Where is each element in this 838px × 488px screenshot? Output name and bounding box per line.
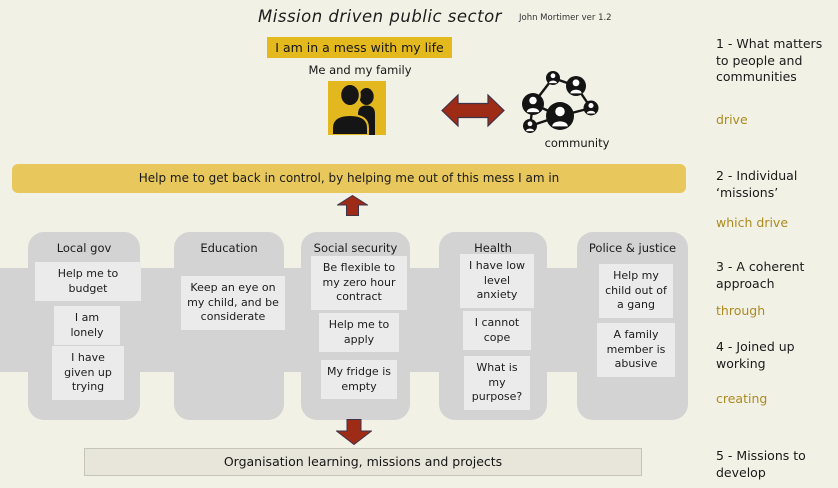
need-card: My fridge is empty xyxy=(321,360,397,400)
up-arrow-icon xyxy=(337,195,368,216)
sidebar-step-5: 5 - Missions to develop xyxy=(716,448,806,480)
two-people-icon xyxy=(328,81,386,135)
sidebar-connector-which-drive: which drive xyxy=(716,215,789,230)
sidebar-connector-through: through xyxy=(716,303,766,318)
sidebar-step-2: 2 - Individual ‘missions’ xyxy=(716,168,798,200)
need-card: I have given up trying xyxy=(52,346,124,400)
need-card: Help me to budget xyxy=(35,262,141,302)
column-local-gov: Local gov Help me to budget I am lonely … xyxy=(28,232,141,420)
sidebar-step-1: 1 - What matters to people and communiti… xyxy=(716,36,823,84)
sidebar-connector-creating: creating xyxy=(716,391,768,406)
sidebar-step-4: 4 - Joined up working xyxy=(716,339,795,371)
sidebar-connector-drive: drive xyxy=(716,112,748,127)
column-police-justice: Police & justice Help my child out of a … xyxy=(577,232,688,420)
need-card: What is my purpose? xyxy=(464,356,530,410)
column-social-security: Social security Be flexible to my zero h… xyxy=(301,232,410,420)
column-header: Social security xyxy=(313,241,398,255)
mission-banner: Help me to get back in control, by helpi… xyxy=(12,164,686,193)
column-education: Education Keep an eye on my child, and b… xyxy=(174,232,285,420)
sidebar-step-3: 3 - A coherent approach xyxy=(716,259,805,291)
column-header: Health xyxy=(474,241,512,255)
down-arrow-icon xyxy=(336,419,372,445)
need-card: I cannot cope xyxy=(463,311,531,351)
family-label: Me and my family xyxy=(308,63,412,77)
page-title: Mission driven public sector xyxy=(258,7,502,26)
need-card: Be flexible to my zero hour contract xyxy=(311,256,407,310)
need-card: A family member is abusive xyxy=(597,323,675,377)
need-card: Help me to apply xyxy=(319,313,399,353)
community-label: community xyxy=(544,136,610,150)
organisation-learning-bar: Organisation learning, missions and proj… xyxy=(84,448,642,476)
column-health: Health I have low level anxiety I cannot… xyxy=(439,232,547,420)
people-network-icon xyxy=(522,71,599,133)
column-header: Police & justice xyxy=(588,241,677,255)
column-header: Local gov xyxy=(56,241,112,255)
author-version-note: John Mortimer ver 1.2 xyxy=(519,13,612,23)
need-card: I have low level anxiety xyxy=(460,254,534,308)
need-card: Keep an eye on my child, and be consider… xyxy=(181,276,285,330)
need-card: Help my child out of a gang xyxy=(599,264,673,318)
column-header: Education xyxy=(200,241,258,255)
mess-statement-box: I am in a mess with my life xyxy=(267,37,452,58)
need-card: I am lonely xyxy=(54,306,120,346)
double-headed-arrow-icon xyxy=(441,93,505,128)
